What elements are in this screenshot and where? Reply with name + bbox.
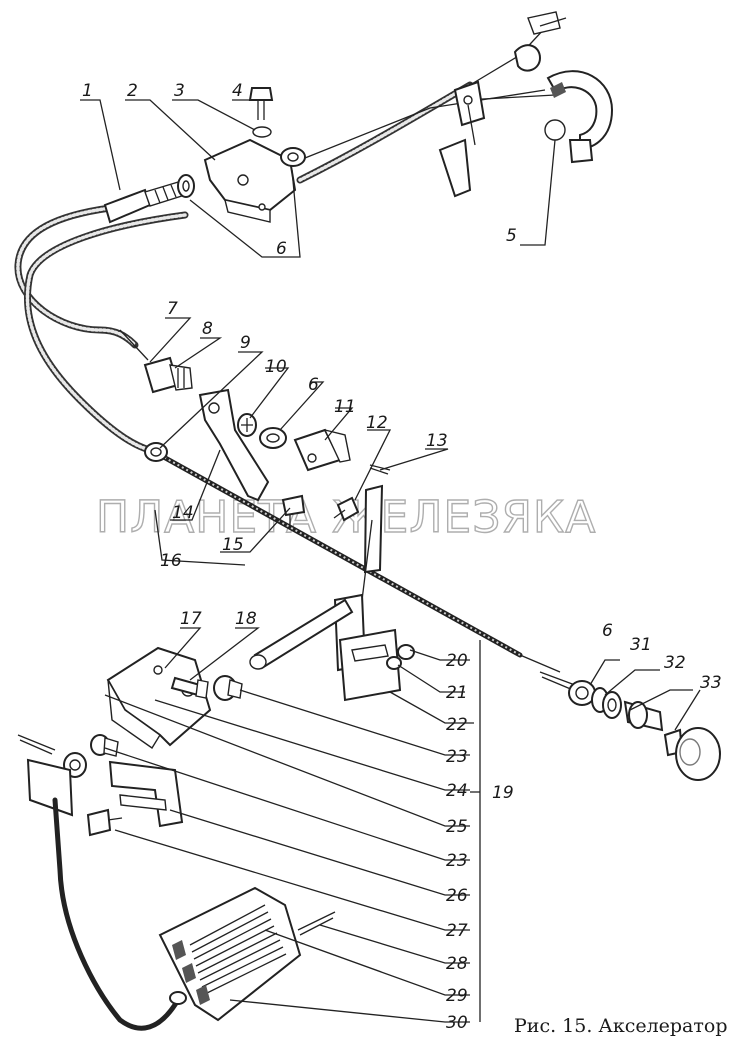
washer-part-10 (237, 413, 257, 437)
cotter-pin-part-13 (369, 464, 391, 475)
label-16: 16 (160, 551, 182, 571)
bracket-part-2 (203, 138, 297, 223)
label-9: 9 (240, 333, 251, 353)
label-17: 17 (180, 609, 202, 629)
label-15: 15 (222, 535, 244, 555)
label-8: 8 (202, 319, 213, 339)
pedal-pad-part-29 (158, 886, 302, 1022)
label-10: 10 (265, 357, 287, 377)
bolt-part-18 (170, 676, 209, 699)
label-19: 19 (492, 783, 514, 803)
label-22: 22 (446, 715, 468, 735)
label-33: 33 (700, 673, 722, 693)
label-32: 32 (664, 653, 686, 673)
washer-part-32 (602, 691, 622, 719)
bushing-part (213, 675, 243, 701)
cotter-pin-left (17, 734, 56, 755)
bolt-part-4 (248, 87, 274, 138)
label-20: 20 (446, 651, 468, 671)
pin-part-12 (333, 496, 360, 522)
washer-part (177, 174, 195, 198)
cable-assembly (14, 27, 561, 673)
label-25: 25 (446, 817, 468, 837)
label-27: 27 (446, 921, 468, 941)
return-spring-hook-part-5 (544, 70, 614, 164)
label-28: 28 (446, 954, 468, 974)
throttle-lever (438, 80, 486, 198)
label-2: 2 (127, 81, 138, 101)
pin-part-28 (86, 808, 123, 837)
label-23-a: 23 (446, 747, 468, 767)
nut-part-6-middle (259, 427, 287, 449)
threaded-rod (539, 671, 576, 691)
top-clip (513, 11, 567, 72)
bracket-part-9 (198, 388, 270, 502)
label-6-top: 6 (276, 239, 287, 259)
label-21: 21 (446, 683, 468, 703)
clevis-part-11 (293, 428, 351, 472)
leader-lines (80, 99, 701, 1023)
pedal-bracket (106, 646, 212, 749)
lower-bracket-part-26 (108, 760, 184, 828)
knob-part-33 (623, 700, 721, 781)
label-24: 24 (446, 781, 468, 801)
cotter-pin-pedal (297, 911, 336, 936)
pedal-shaft (249, 484, 415, 702)
label-6-middle: 6 (308, 375, 319, 395)
label-7: 7 (167, 299, 178, 319)
label-14: 14 (172, 503, 194, 523)
sleeve-part-8 (143, 356, 193, 394)
cable-end-part-7 (119, 329, 149, 361)
label-11: 11 (334, 397, 356, 417)
label-6-knob: 6 (602, 621, 613, 641)
label-1: 1 (82, 81, 93, 101)
label-3: 3 (174, 81, 185, 101)
part-labels: 1 2 3 4 5 6 7 8 9 10 6 11 12 13 14 15 16… (82, 81, 722, 1033)
label-29: 29 (446, 986, 468, 1006)
label-26: 26 (446, 886, 468, 906)
label-5: 5 (506, 226, 517, 246)
pedal-lever-arm (26, 758, 187, 1031)
label-30: 30 (446, 1013, 468, 1033)
nut-part (280, 147, 306, 167)
label-31: 31 (630, 635, 652, 655)
label-4: 4 (232, 81, 243, 101)
figure-caption: Рис. 15. Акселератор (514, 1015, 728, 1037)
label-12: 12 (366, 413, 388, 433)
label-13: 13 (426, 431, 448, 451)
label-18: 18 (235, 609, 257, 629)
ring-part (144, 442, 168, 462)
label-23-b: 23 (446, 851, 468, 871)
